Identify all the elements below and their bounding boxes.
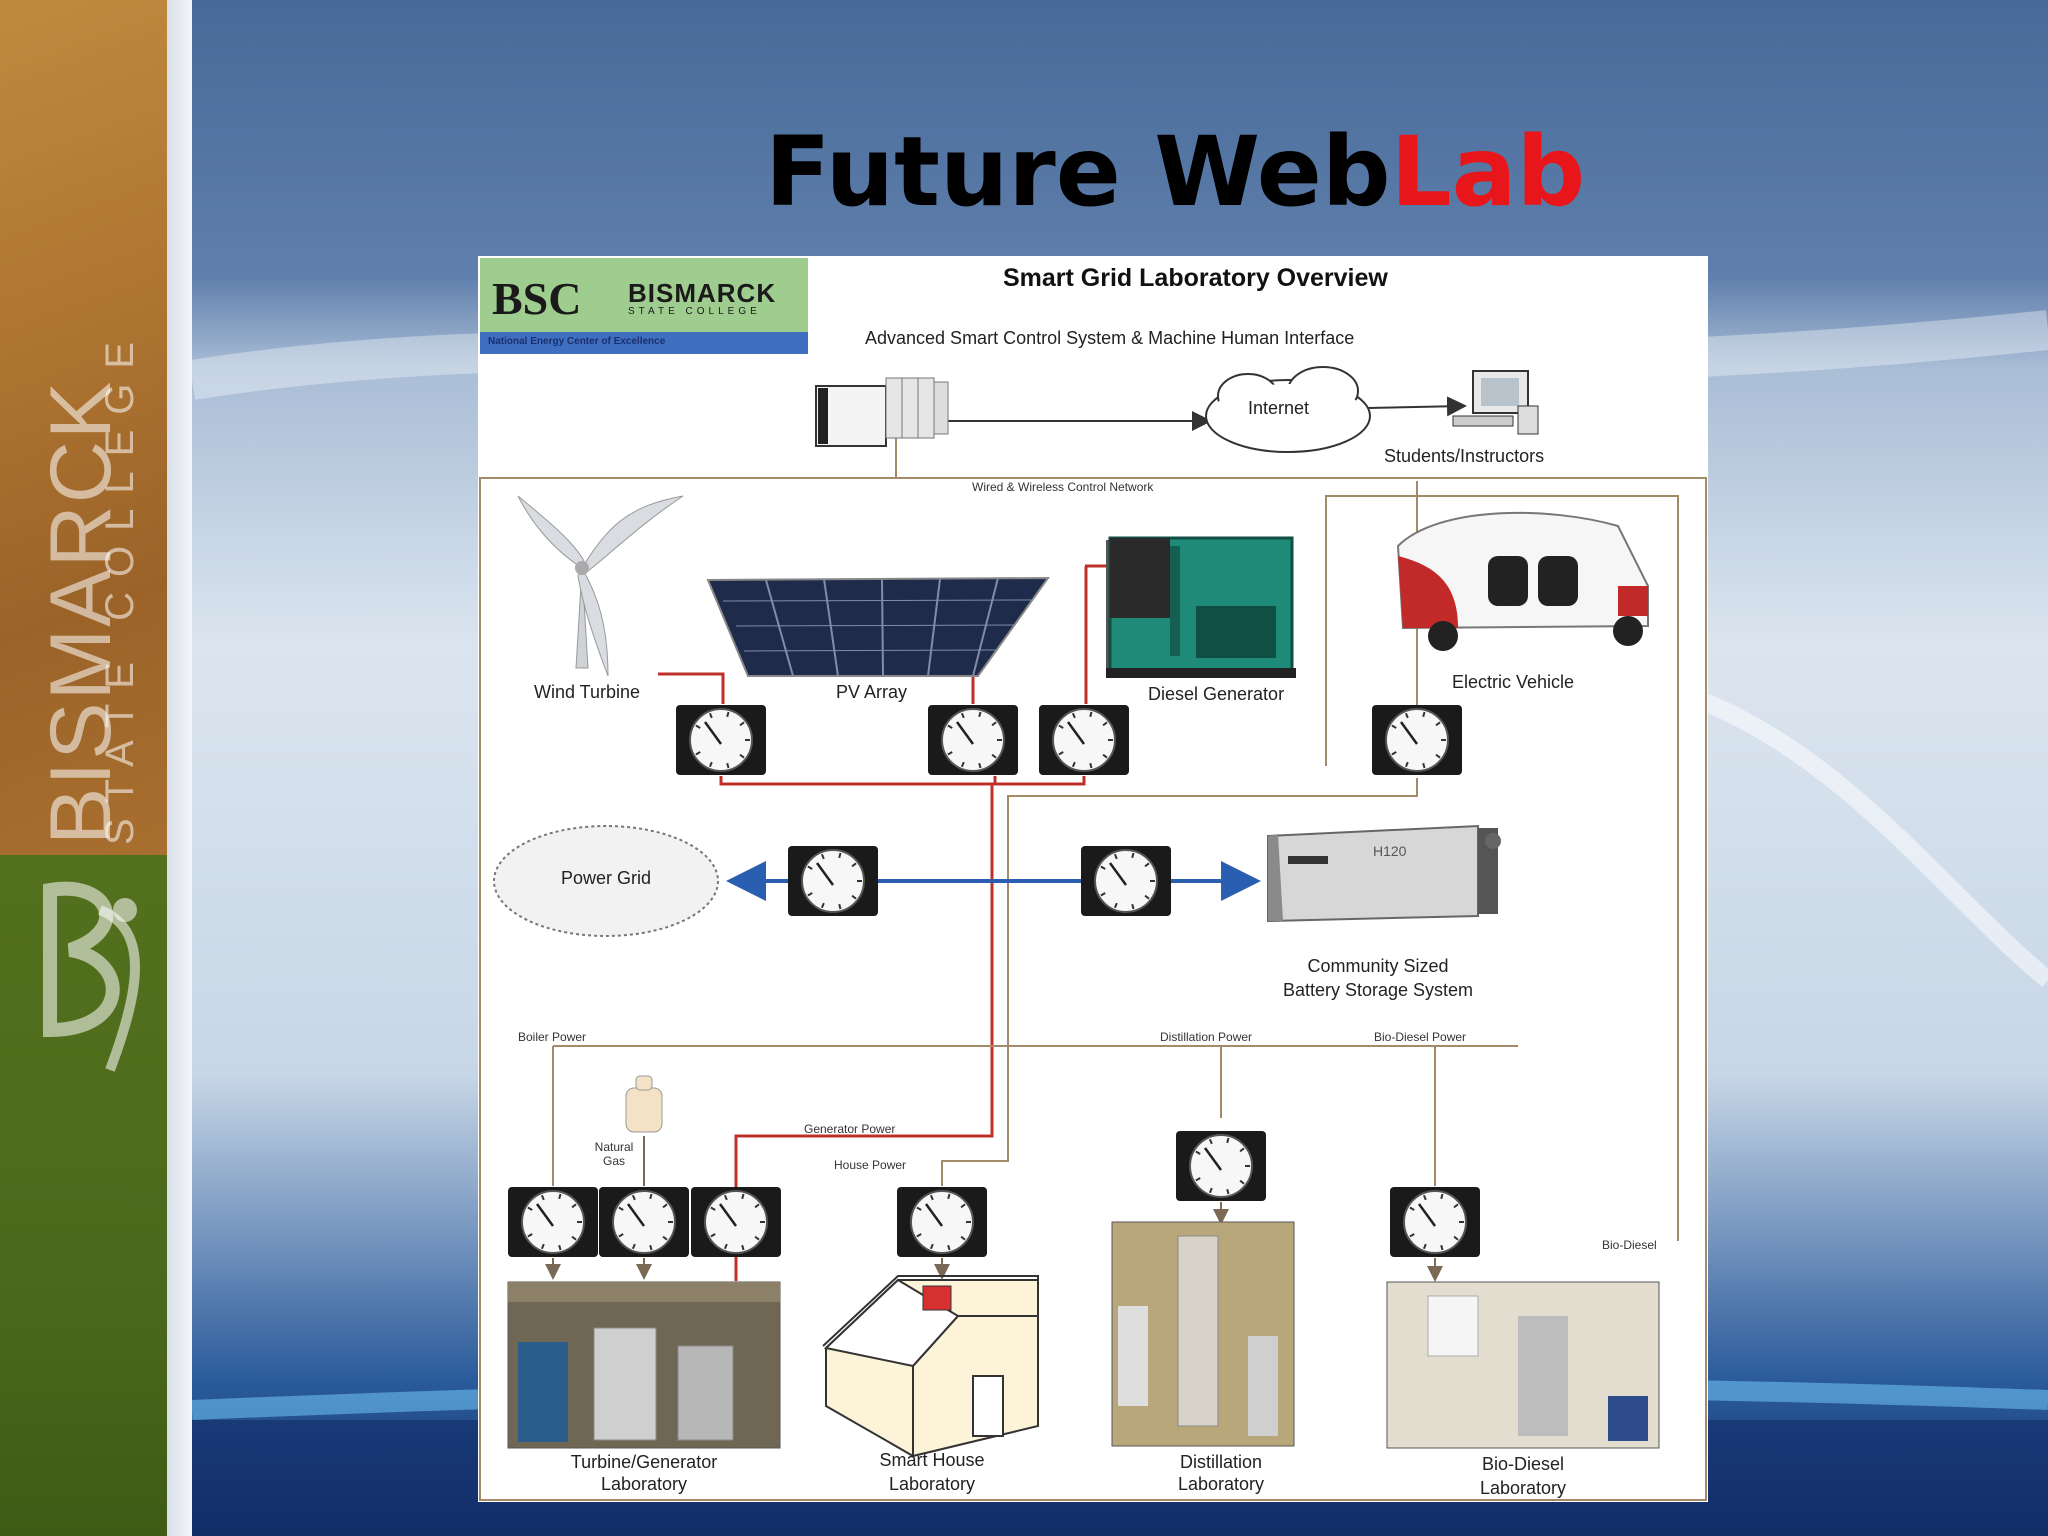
electric-vehicle-icon bbox=[1396, 511, 1649, 651]
diesel-generator-label: Diesel Generator bbox=[1148, 684, 1285, 704]
boiler-power-label: Boiler Power bbox=[518, 1030, 587, 1044]
bsc-logo-icon: BSC bbox=[480, 258, 808, 354]
turbine-lab-label-line1: Turbine/Generator bbox=[570, 1452, 718, 1472]
turbine-lab-photo bbox=[507, 1281, 781, 1449]
bsc-logo-sub: STATE COLLEGE bbox=[628, 306, 761, 317]
meter-icon bbox=[676, 705, 766, 775]
battery-label-line2: Battery Storage System bbox=[1282, 980, 1474, 1000]
diesel-generator-icon bbox=[1106, 536, 1296, 678]
natural-gas-label-line2: Gas bbox=[602, 1154, 626, 1168]
students-instructors-label: Students/Instructors bbox=[1384, 446, 1545, 466]
computer-icon bbox=[1452, 370, 1539, 435]
house-power-label: House Power bbox=[834, 1158, 907, 1172]
meter-icon bbox=[1372, 705, 1462, 775]
slide-title-accent: Lab bbox=[1390, 116, 1586, 228]
pv-array-label: PV Array bbox=[836, 682, 908, 702]
battery-label-line1: Community Sized bbox=[1307, 956, 1449, 976]
turbine-lab-label-line2: Laboratory bbox=[600, 1474, 688, 1494]
internet-label: Internet bbox=[1248, 398, 1310, 418]
biodiesel-power-label: Bio-Diesel Power bbox=[1374, 1030, 1467, 1044]
power-grid-label: Power Grid bbox=[560, 868, 652, 888]
biodiesel-lab-label-line1: Bio-Diesel bbox=[1481, 1454, 1565, 1474]
wind-turbine-label: Wind Turbine bbox=[534, 682, 641, 702]
biodiesel-lab-photo bbox=[1386, 1281, 1660, 1449]
controller-device-icon bbox=[815, 377, 949, 447]
side-college-sub: STATE COLLEGE bbox=[98, 326, 142, 845]
meter-icon bbox=[928, 705, 1018, 775]
natural-gas-label-line1: Natural bbox=[594, 1140, 634, 1154]
natural-gas-cylinder-icon bbox=[625, 1075, 663, 1133]
slide-title-main: Future Web bbox=[765, 116, 1391, 228]
meter-icon bbox=[1039, 705, 1129, 775]
generator-power-label: Generator Power bbox=[804, 1122, 896, 1136]
smart-grid-diagram: H120 bbox=[478, 256, 1708, 1502]
diagram-wiring: H120 bbox=[479, 366, 1707, 1501]
distillation-lab-label-line2: Laboratory bbox=[1177, 1474, 1265, 1494]
meter-icon bbox=[897, 1187, 987, 1257]
house-lab-label-line2: Laboratory bbox=[888, 1474, 976, 1494]
house-lab-label-line1: Smart House bbox=[879, 1450, 985, 1470]
pv-array-icon bbox=[706, 576, 1050, 677]
meter-group bbox=[508, 705, 1480, 1257]
meter-icon bbox=[691, 1187, 781, 1257]
svg-text:BSC: BSC bbox=[492, 273, 581, 324]
side-band-edge bbox=[167, 0, 192, 1536]
meter-icon bbox=[599, 1187, 689, 1257]
diagram-title: Smart Grid Laboratory Overview bbox=[1003, 264, 1388, 292]
power-grid-cloud-icon bbox=[493, 825, 719, 937]
wind-turbine-icon bbox=[517, 495, 684, 677]
bsc-logo-icon bbox=[43, 881, 140, 1072]
control-system-label: Advanced Smart Control System & Machine … bbox=[865, 328, 1355, 348]
slide-title: Future WebLab bbox=[765, 112, 1585, 232]
meter-icon bbox=[508, 1187, 598, 1257]
distillation-power-label: Distillation Power bbox=[1160, 1030, 1253, 1044]
electric-vehicle-label: Electric Vehicle bbox=[1452, 672, 1575, 692]
internet-cloud-icon bbox=[1205, 366, 1371, 453]
meter-icon bbox=[1390, 1187, 1480, 1257]
distillation-lab-label-line1: Distillation bbox=[1179, 1452, 1263, 1472]
meter-icon bbox=[1081, 846, 1171, 916]
smart-house-icon bbox=[822, 1275, 1039, 1458]
biodiesel-lab-label-line2: Laboratory bbox=[1479, 1478, 1567, 1498]
control-network-label: Wired & Wireless Control Network bbox=[972, 480, 1154, 494]
college-side-band: BISMARCK STATE COLLEGE bbox=[0, 0, 192, 1536]
bsc-logo-tagline: National Energy Center of Excellence bbox=[488, 336, 666, 347]
battery-model-text: H120 bbox=[1373, 843, 1407, 859]
battery-storage-icon: H120 bbox=[1267, 824, 1501, 923]
biodiesel-fuel-label: Bio-Diesel bbox=[1602, 1238, 1657, 1252]
distillation-lab-photo bbox=[1111, 1221, 1295, 1447]
bsc-logo-name: BISMARCK bbox=[628, 278, 777, 308]
meter-icon bbox=[788, 846, 878, 916]
meter-icon bbox=[1176, 1131, 1266, 1201]
side-band-top bbox=[0, 0, 167, 855]
bsc-logo-block: BSC BISMARCK STATE COLLEGE National Ener… bbox=[478, 256, 810, 356]
